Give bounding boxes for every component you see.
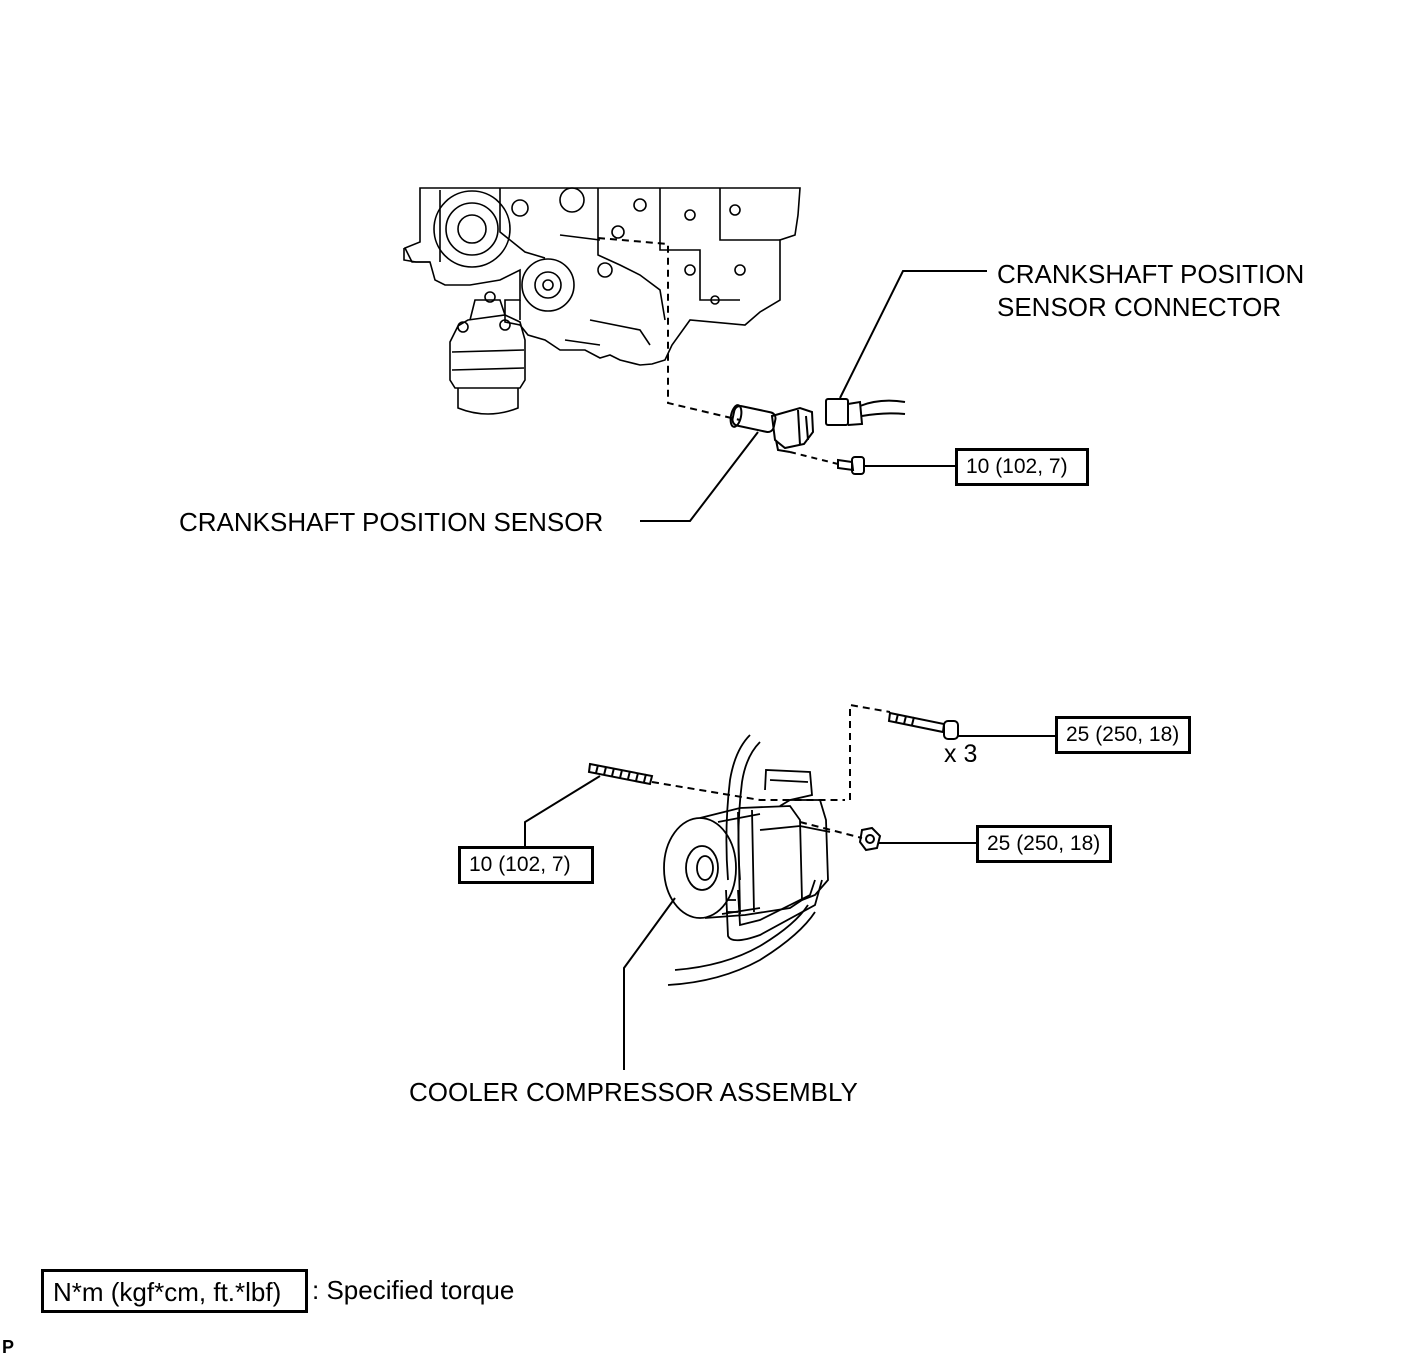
ckp-mount-dashed-line [597, 237, 741, 421]
ckp-connector-label-line2: SENSOR CONNECTOR [997, 292, 1282, 322]
ckp-connector-label-line1: CRANKSHAFT POSITION [997, 259, 1305, 289]
comp-nut-torque-box: 25 (250, 18) [976, 825, 1112, 863]
comp-bolt-dashed-line [849, 703, 891, 800]
compressor-leader-line [623, 897, 676, 1070]
ckp-bolt-illustration [837, 456, 865, 475]
cooler-compressor-illustration [663, 734, 831, 986]
comp-nut-dashed-line [799, 821, 863, 839]
ckp-bolt-dashed-line [789, 451, 839, 465]
comp-nut-illustration [858, 826, 882, 852]
ckp-sensor-leader-line [640, 431, 759, 522]
connector-leader-line [839, 270, 987, 399]
comp-stud-dashed-line [651, 781, 845, 801]
comp-bolt-torque-box: 25 (250, 18) [1055, 716, 1191, 754]
comp-stud-illustration [587, 762, 654, 786]
compressor-label: COOLER COMPRESSOR ASSEMBLY [409, 1077, 858, 1107]
ckp-bolt-torque-box: 10 (102, 7) [955, 448, 1089, 486]
comp-stud-leader-line [524, 775, 601, 848]
ckp-sensor-connector-illustration [825, 398, 906, 426]
ckp-sensor-label: CRANKSHAFT POSITION SENSOR [179, 507, 604, 537]
torque-legend-box: N*m (kgf*cm, ft.*lbf) [41, 1269, 308, 1313]
engine-block-illustration [403, 187, 801, 415]
crankshaft-position-sensor-illustration [729, 404, 815, 453]
comp-bolt-quantity: x 3 [944, 740, 978, 768]
comp-bolt-illustration [887, 711, 959, 740]
comp-stud-torque-box: 10 (102, 7) [458, 846, 594, 884]
corner-mark: P [2, 1337, 15, 1357]
torque-legend-description: : Specified torque [312, 1275, 515, 1305]
